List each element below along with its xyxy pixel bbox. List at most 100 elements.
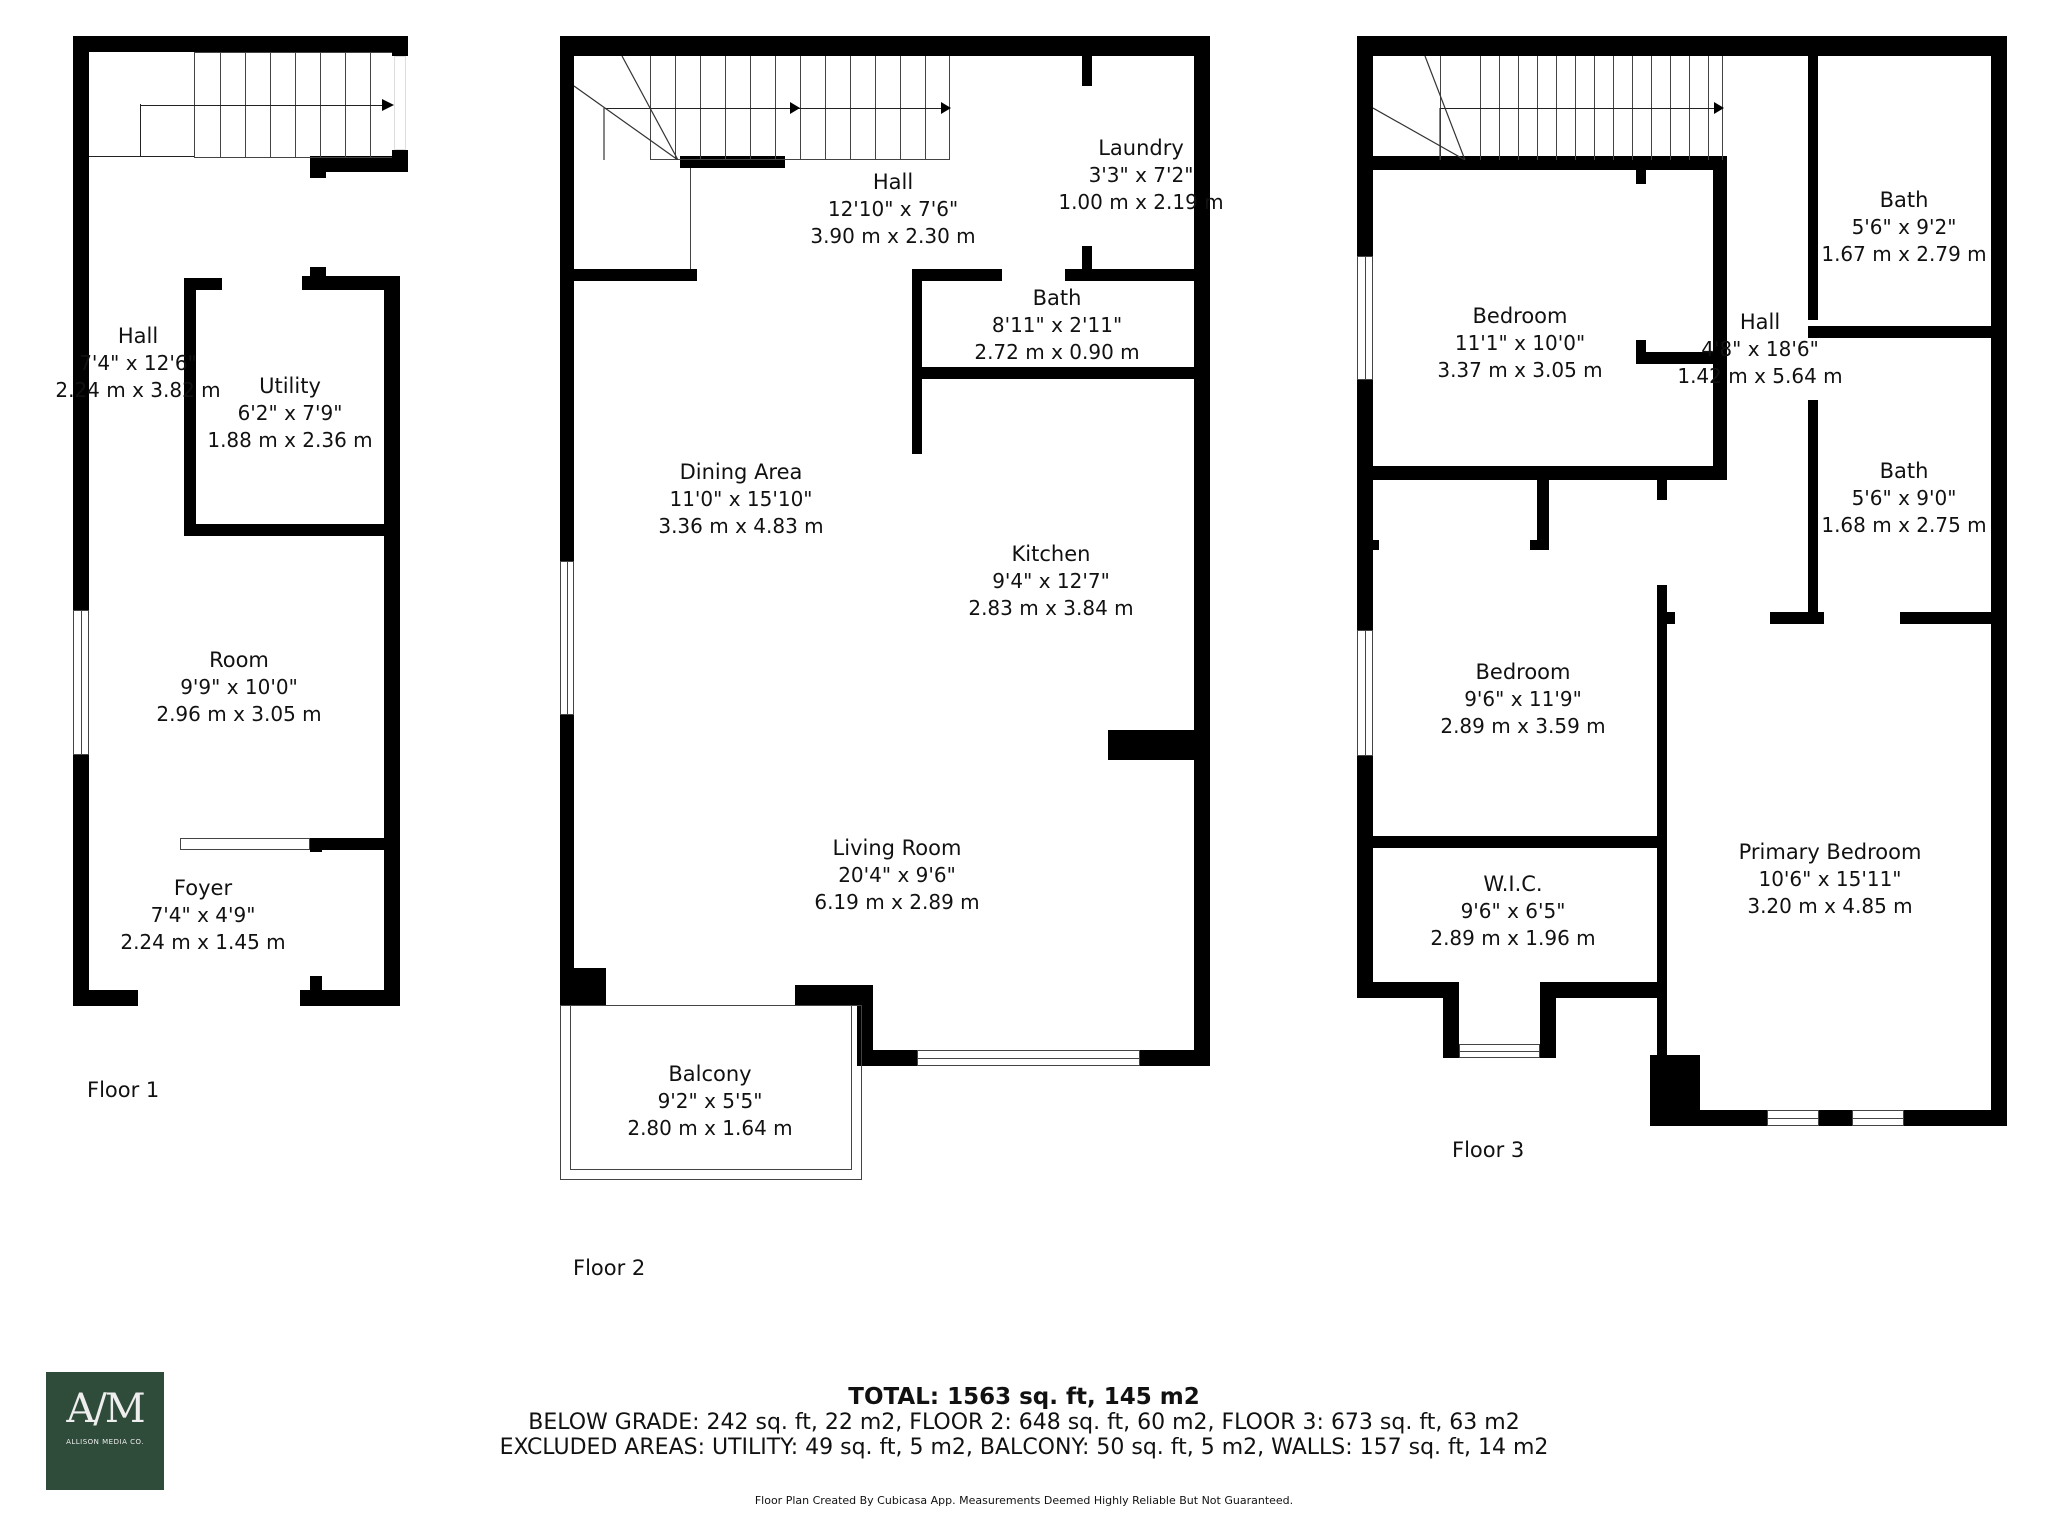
winder-lines bbox=[574, 56, 679, 160]
floor-breakdown: BELOW GRADE: 242 sq. ft, 22 m2, FLOOR 2:… bbox=[528, 1410, 1520, 1435]
room-label: Bedroom 11'1" x 10'0" 3.37 m x 3.05 m bbox=[1437, 304, 1603, 383]
wall bbox=[1357, 380, 1373, 630]
window bbox=[917, 1050, 1140, 1066]
wall bbox=[1808, 326, 1998, 338]
room-label: Room 9'9" x 10'0" 2.96 m x 3.05 m bbox=[156, 648, 322, 727]
wall bbox=[310, 156, 326, 178]
wall bbox=[560, 715, 574, 1005]
wall bbox=[1357, 156, 1727, 170]
wall bbox=[560, 36, 574, 561]
total-area: TOTAL: 1563 sq. ft, 145 m2 bbox=[848, 1384, 1200, 1410]
wall bbox=[1537, 480, 1549, 550]
wall bbox=[1657, 612, 1675, 624]
wall bbox=[560, 36, 1210, 56]
wall bbox=[1357, 36, 2007, 56]
wall bbox=[1373, 836, 1657, 848]
room-label: W.I.C. 9'6" x 6'5" 2.89 m x 1.96 m bbox=[1430, 872, 1596, 951]
wall bbox=[302, 276, 400, 290]
window bbox=[1357, 630, 1373, 756]
wall bbox=[1357, 756, 1373, 996]
wall bbox=[1713, 156, 1727, 472]
room-label: Hall 12'10" x 7'6" 3.90 m x 2.30 m bbox=[810, 170, 976, 249]
stair-landing-line bbox=[89, 156, 194, 157]
wall bbox=[1065, 269, 1205, 281]
room-label: Primary Bedroom 10'6" x 15'11" 3.20 m x … bbox=[1738, 840, 1922, 919]
counter-block bbox=[1108, 730, 1198, 760]
winder-lines bbox=[1373, 56, 1466, 160]
wall bbox=[300, 990, 400, 1006]
staircase bbox=[141, 52, 394, 158]
wall bbox=[73, 36, 408, 52]
room-label: Balcony 9'2" x 5'5" 2.80 m x 1.64 m bbox=[627, 1062, 793, 1141]
floor-label: Floor 1 bbox=[87, 1078, 160, 1102]
wall bbox=[1636, 352, 1726, 364]
wall bbox=[1357, 982, 1459, 998]
wall bbox=[310, 156, 408, 172]
room-label: Bath 5'6" x 9'2" 1.67 m x 2.79 m bbox=[1821, 188, 1987, 267]
wall bbox=[73, 36, 89, 1006]
stair-path-line bbox=[140, 104, 141, 156]
logo-company-name: ALLISON MEDIA CO. bbox=[66, 1438, 144, 1446]
excluded-areas: EXCLUDED AREAS: UTILITY: 49 sq. ft, 5 m2… bbox=[499, 1435, 1549, 1460]
wall bbox=[1140, 1050, 1210, 1066]
wall bbox=[1657, 480, 1667, 500]
window bbox=[560, 561, 574, 715]
area-summary: TOTAL: 1563 sq. ft, 145 m2 BELOW GRADE: … bbox=[0, 1384, 2048, 1460]
wall bbox=[310, 838, 400, 850]
wall bbox=[1636, 166, 1646, 184]
wall bbox=[1657, 585, 1667, 1085]
wall bbox=[310, 976, 322, 996]
balcony-outline bbox=[560, 1005, 862, 1180]
window bbox=[1459, 1044, 1540, 1058]
wall bbox=[1082, 246, 1092, 276]
window bbox=[73, 610, 89, 755]
floor-label: Floor 2 bbox=[573, 1256, 646, 1280]
wall bbox=[912, 269, 922, 454]
room-label: Living Room 20'4" x 9'6" 6.19 m x 2.89 m bbox=[814, 836, 980, 915]
wall bbox=[1082, 56, 1092, 86]
floor-label: Floor 3 bbox=[1452, 1138, 1525, 1162]
railing bbox=[690, 168, 691, 269]
room-label: Dining Area 11'0" x 15'10" 3.36 m x 4.83… bbox=[658, 460, 824, 539]
room-label: Kitchen 9'4" x 12'7" 2.83 m x 3.84 m bbox=[968, 542, 1134, 621]
closet-door bbox=[180, 838, 310, 850]
wall bbox=[1540, 982, 1665, 998]
wall bbox=[1443, 982, 1459, 1058]
stair-door bbox=[394, 56, 406, 150]
wall bbox=[912, 269, 1002, 281]
window bbox=[1357, 256, 1373, 380]
logo-monogram: A/M bbox=[66, 1386, 145, 1432]
room-label: Utility 6'2" x 7'9" 1.88 m x 2.36 m bbox=[207, 374, 373, 453]
wall bbox=[1194, 36, 1210, 1066]
room-label: Bath 8'11" x 2'11" 2.72 m x 0.90 m bbox=[974, 286, 1140, 365]
wall bbox=[912, 367, 1202, 379]
staircase bbox=[1440, 56, 1724, 160]
balcony-inner bbox=[570, 1005, 852, 1170]
disclaimer: Floor Plan Created By Cubicasa App. Meas… bbox=[754, 1494, 1294, 1507]
wall bbox=[1991, 36, 2007, 1126]
wall bbox=[384, 276, 400, 1006]
room-label: Laundry 3'3" x 7'2" 1.00 m x 2.19 m bbox=[1058, 136, 1224, 215]
window bbox=[1767, 1110, 1819, 1126]
wall bbox=[310, 838, 322, 852]
wall bbox=[1713, 460, 1723, 480]
wall bbox=[1357, 466, 1727, 480]
wall bbox=[560, 269, 697, 281]
room-label: Bedroom 9'6" x 11'9" 2.89 m x 3.59 m bbox=[1440, 660, 1606, 739]
company-logo: A/M ALLISON MEDIA CO. bbox=[46, 1372, 164, 1490]
wall bbox=[184, 524, 400, 536]
wall bbox=[1900, 612, 1998, 624]
wall bbox=[795, 985, 873, 1005]
window bbox=[1852, 1110, 1904, 1126]
wall bbox=[1650, 1110, 2007, 1126]
wall bbox=[1808, 400, 1818, 622]
wall bbox=[1540, 982, 1556, 1058]
staircase bbox=[605, 56, 951, 160]
wall bbox=[1770, 612, 1824, 624]
room-label: Bath 5'6" x 9'0" 1.68 m x 2.75 m bbox=[1821, 459, 1987, 538]
wall bbox=[73, 990, 138, 1006]
room-label: Hall 4'8" x 18'6" 1.42 m x 5.64 m bbox=[1677, 310, 1843, 389]
wall bbox=[560, 968, 606, 1005]
wall bbox=[1530, 540, 1549, 550]
